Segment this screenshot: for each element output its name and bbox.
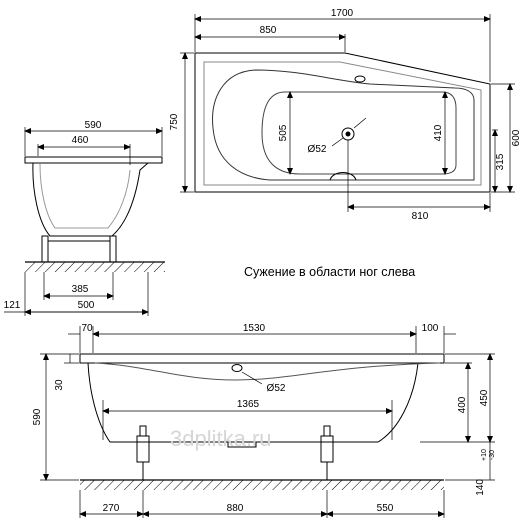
floor-hatch-side [25,262,165,272]
front-floor [80,479,444,490]
dim-leg-right-offset: 550 [377,503,394,514]
dim-overall-width: 750 [169,113,180,130]
dim-body-height: 450 [479,389,490,406]
dim-side-inner-width: 460 [72,135,89,146]
inner-basin-top [212,69,475,181]
leg-left-bracket [139,425,147,437]
front-view [79,353,445,480]
dim-head-width: 850 [260,25,277,36]
dim-front-length: 1530 [243,323,266,334]
front-view-labels: 70 1530 100 Ø52 30 590 1365 400 450 140 … [32,323,496,514]
dim-leg-left-offset: 270 [103,503,120,514]
leg-right-bracket [323,425,331,437]
dim-foot-width: 600 [511,129,522,146]
dim-drain-offset: 810 [412,211,429,222]
dim-foot-offset: 315 [495,153,506,170]
tub-rim-front [79,353,445,364]
inner-bottom-top [261,91,457,175]
tub-body-side [32,162,149,237]
dim-leg-height: 140 [475,479,486,496]
overflow-hole-front [231,364,243,372]
dim-drain-diameter: Ø52 [308,144,327,155]
side-view-labels: 590 460 385 500 121 [4,120,102,311]
dim-leg-tol-minus: -30 [489,450,496,460]
leg-left-front [136,435,150,463]
overflow-hole-top [354,75,366,83]
dim-inner-length: 505 [278,124,289,141]
dim-overall-height: 590 [32,408,43,425]
side-floor [25,261,165,272]
leg-right-side [109,235,117,263]
front-view-dimensions [40,326,495,518]
dim-leg-tol-plus: +10 [481,449,488,461]
dim-depth: 400 [457,396,468,413]
tub-top-curve-front [94,362,441,381]
top-view-dimensions [180,14,515,212]
caption-leg-narrowing: Сужение в области ног слева [244,265,415,279]
tub-body-side-inner [39,163,131,229]
dim-inner-width: 410 [433,124,444,141]
dim-leg-spacing: 880 [227,503,244,514]
watermark: 3dplitka.ru [170,426,272,451]
tub-rim-side [24,156,163,164]
dim-top-width: 590 [85,120,102,131]
top-view-labels: 1700 850 750 505 Ø52 410 600 315 810 [169,8,522,222]
dim-overflow-diameter: Ø52 [267,383,286,394]
leg-left-side [41,235,49,263]
dim-bottom-length: 1365 [237,399,260,410]
top-view [194,52,491,193]
side-view-dimensions [4,127,163,316]
tub-rim-top [203,61,482,186]
dim-right-rim: 100 [422,323,439,334]
dim-overall-length: 1700 [331,8,354,19]
drain-outlet-top [329,172,357,181]
leg-right-front [320,435,334,463]
dim-rim-thickness: 30 [54,379,65,391]
drain-pipe-front [227,441,257,448]
side-view [24,156,163,263]
dim-base-width: 500 [78,300,95,311]
floor-hatch-front [80,480,444,490]
drain-center [345,131,351,137]
tub-outline-top [194,52,491,193]
dim-left-rim: 70 [81,323,93,334]
dim-base-offset: 121 [4,300,21,311]
dim-support-width: 385 [72,284,89,295]
